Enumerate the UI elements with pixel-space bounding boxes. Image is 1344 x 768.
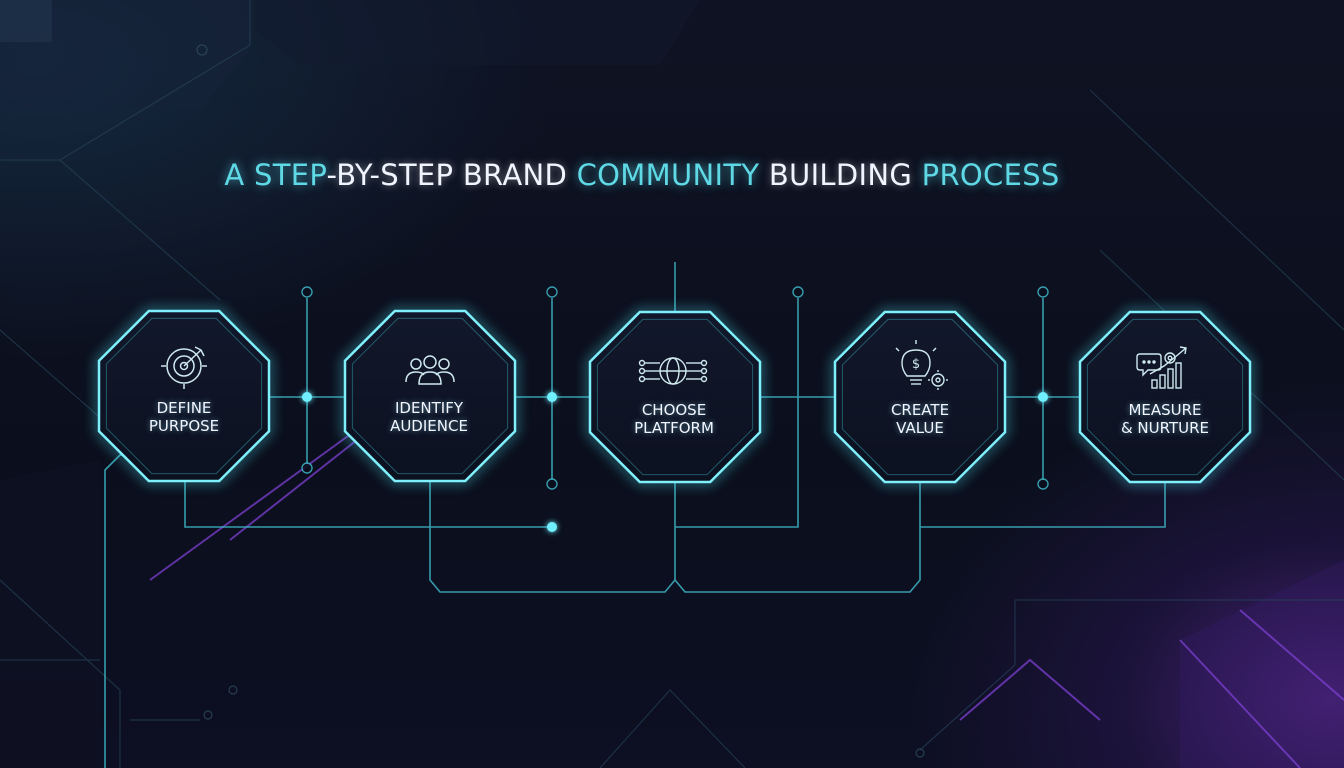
- step-octagons: [96, 308, 1253, 485]
- step-5-title-line1: MEASURE: [1128, 401, 1202, 419]
- lightbulb-gear-icon: $: [895, 340, 948, 390]
- title-segment-1: A STEP: [224, 158, 327, 192]
- step-2-octagon: [343, 309, 517, 483]
- target-icon: [161, 346, 207, 389]
- step-3-label: CHOOSE PLATFORM: [599, 401, 749, 437]
- title-segment-5: PROCESS: [921, 158, 1060, 192]
- step-4-label: CREATE VALUE: [845, 401, 995, 437]
- step-3-title-line2: PLATFORM: [634, 419, 714, 437]
- step-2-label: IDENTIFY AUDIENCE: [354, 399, 504, 435]
- step-3-octagon-inner: [596, 318, 754, 476]
- step-3-title-line1: CHOOSE: [641, 401, 707, 419]
- step-4-octagon-inner: [841, 318, 999, 476]
- step-4-title-line2: VALUE: [896, 419, 944, 437]
- network-globe-icon: [638, 357, 708, 385]
- page-title: A STEP-BY-STEP BRAND COMMUNITY BUILDING …: [0, 158, 1284, 192]
- step-1-title-line1: DEFINE: [156, 399, 212, 417]
- title-segment-2: -BY-STEP BRAND: [326, 158, 577, 192]
- step-1-label: DEFINE PURPOSE: [109, 399, 259, 435]
- svg-text:$: $: [912, 357, 920, 372]
- step-2-octagon-inner: [351, 317, 509, 475]
- step-5-octagon: [1078, 310, 1252, 484]
- title-segment-4: BUILDING: [759, 158, 922, 192]
- step-5-octagon-inner: [1086, 318, 1244, 476]
- chat-growth-chart-icon: [1136, 346, 1187, 389]
- step-3-octagon: [588, 310, 762, 484]
- step-2-title-line1: IDENTIFY: [394, 399, 464, 417]
- step-4-title-line1: CREATE: [890, 401, 950, 419]
- step-2-title-line2: AUDIENCE: [390, 417, 468, 435]
- title-segment-3: COMMUNITY: [576, 158, 760, 192]
- step-4-octagon: [833, 310, 1007, 484]
- step-5-title-line2: & NURTURE: [1120, 419, 1210, 437]
- connector-nodes: [302, 392, 1048, 532]
- step-1-title-line2: PURPOSE: [148, 417, 220, 435]
- people-group-icon: [405, 355, 455, 385]
- step-5-label: MEASURE & NURTURE: [1090, 401, 1240, 437]
- step-1-octagon: [97, 309, 271, 483]
- step-1-octagon-inner: [105, 317, 263, 475]
